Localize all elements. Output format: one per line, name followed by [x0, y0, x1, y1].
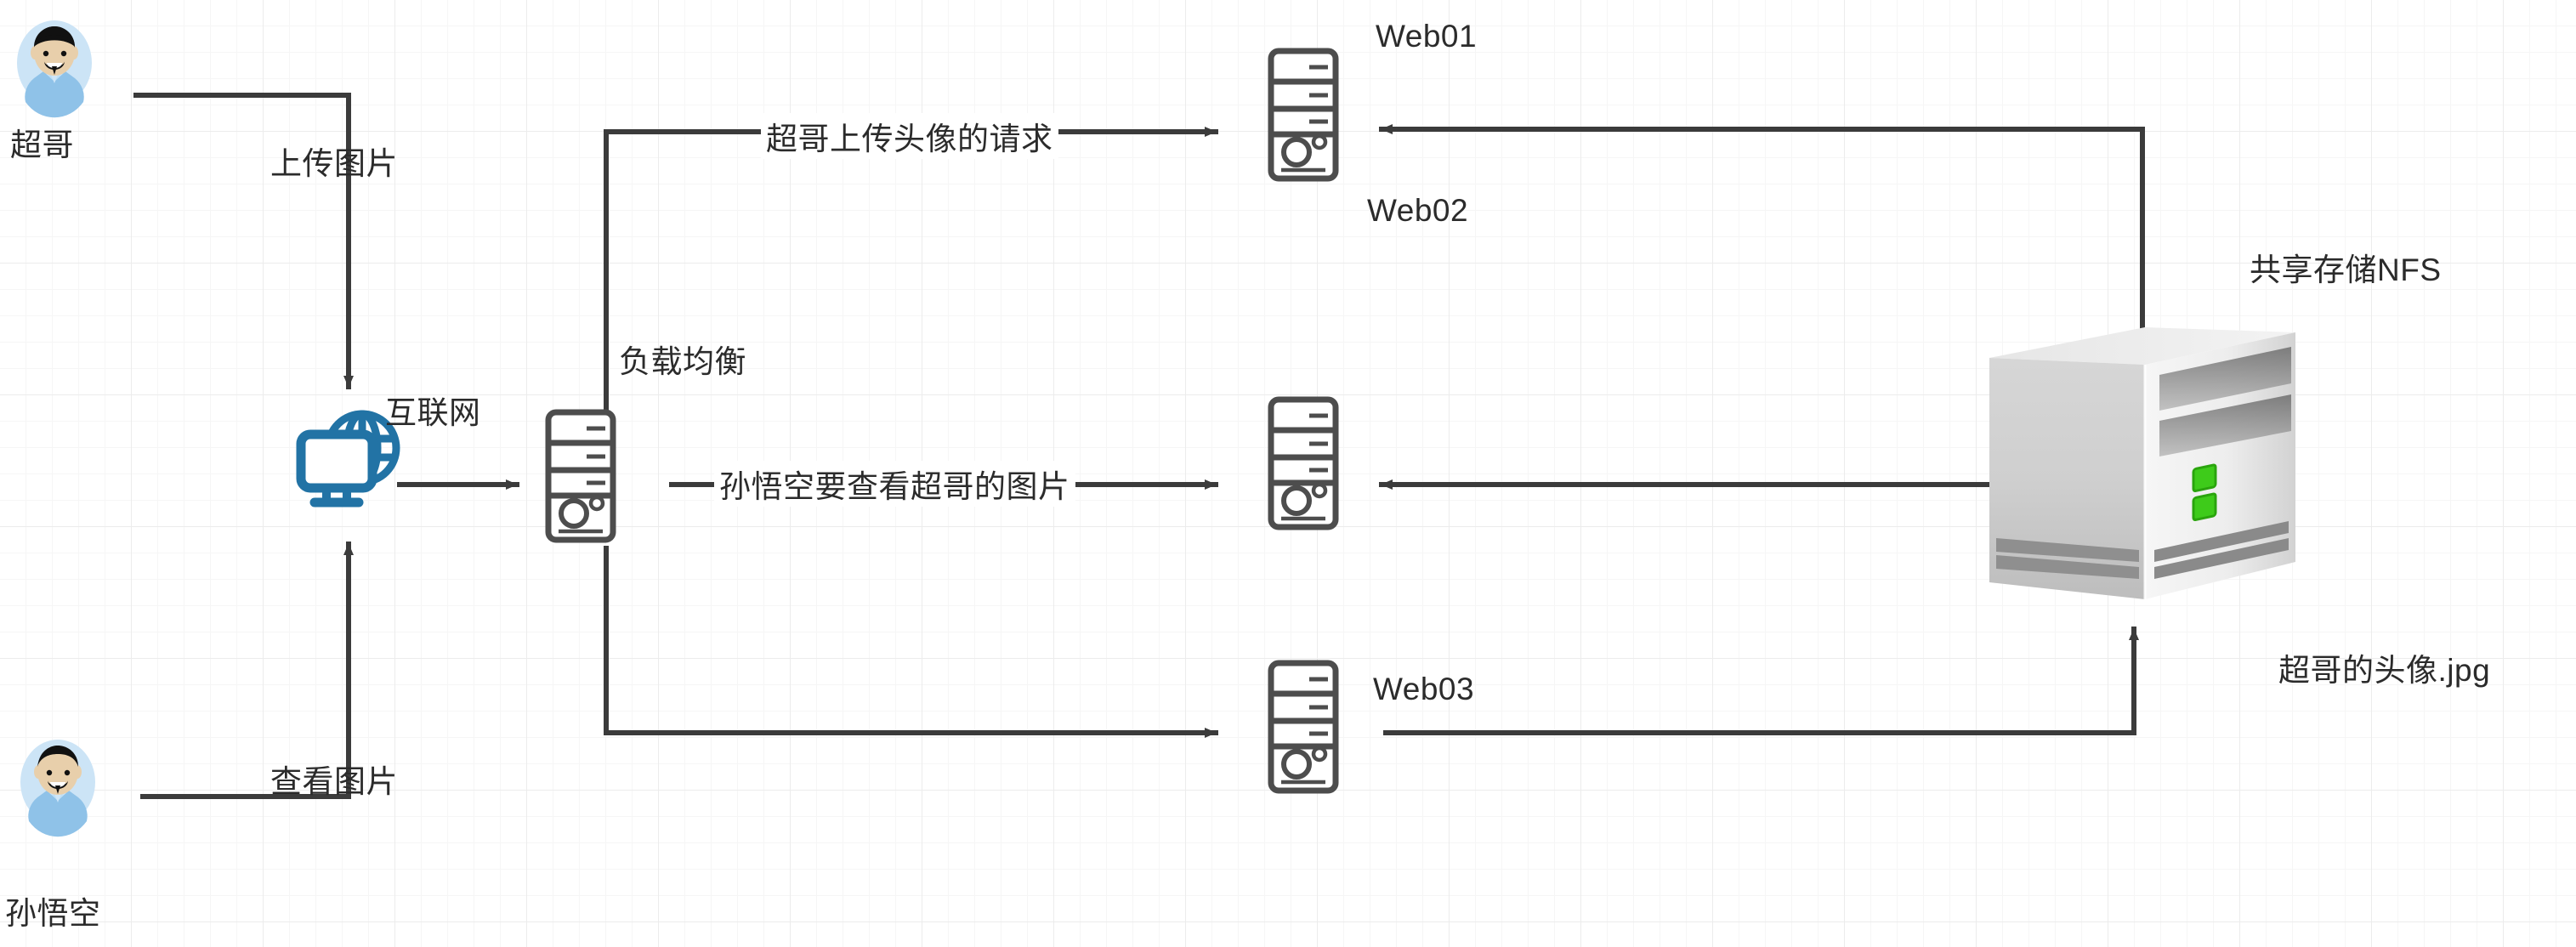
node-web03-label: Web03	[1373, 672, 1475, 706]
node-web01-label: Web01	[1376, 19, 1478, 54]
edge-web03-to-nfs	[1383, 627, 2139, 735]
edge-label-view-image: 查看图片	[270, 764, 398, 799]
actor-wukong-label: 孙悟空	[5, 896, 101, 931]
edge-chaoge-to-internet	[133, 93, 354, 389]
node-web01[interactable]	[1267, 47, 1340, 183]
node-web03[interactable]	[1267, 659, 1340, 795]
edge-loadbalancer-to-web03	[604, 546, 1218, 738]
internet-globe-monitor-icon	[296, 410, 400, 508]
server-tower-icon	[545, 409, 616, 543]
node-internet[interactable]	[289, 406, 410, 508]
node-loadbalancer[interactable]	[544, 408, 617, 544]
node-web02[interactable]	[1267, 395, 1340, 531]
node-nfs-storage[interactable]	[1989, 327, 2295, 629]
node-web02-label: Web02	[1367, 193, 1469, 228]
node-loadbalancer-label: 负载均衡	[619, 344, 746, 379]
edge-label-view-request: 孙悟空要查看超哥的图片	[714, 461, 1075, 507]
actor-wukong-avatar	[19, 738, 97, 837]
edge-label-upload-image: 上传图片	[270, 146, 398, 181]
server-tower-icon	[1268, 396, 1339, 530]
node-internet-label: 互联网	[385, 395, 481, 430]
user-avatar-icon	[17, 20, 92, 118]
nfs-file-label: 超哥的头像.jpg	[2278, 653, 2491, 688]
edge-nfs-to-web01	[1379, 124, 2145, 338]
node-nfs-label: 共享存储NFS	[2250, 252, 2442, 287]
nfs-storage-icon	[1989, 327, 2295, 599]
user-avatar-icon	[20, 740, 95, 837]
actor-chaoge-label: 超哥	[10, 128, 74, 162]
edge-wukong-to-internet	[140, 542, 354, 799]
actor-chaoge-avatar	[15, 19, 94, 118]
server-tower-icon	[1268, 660, 1339, 794]
edge-label-upload-request: 超哥上传头像的请求	[761, 113, 1058, 159]
server-tower-icon	[1268, 48, 1339, 182]
